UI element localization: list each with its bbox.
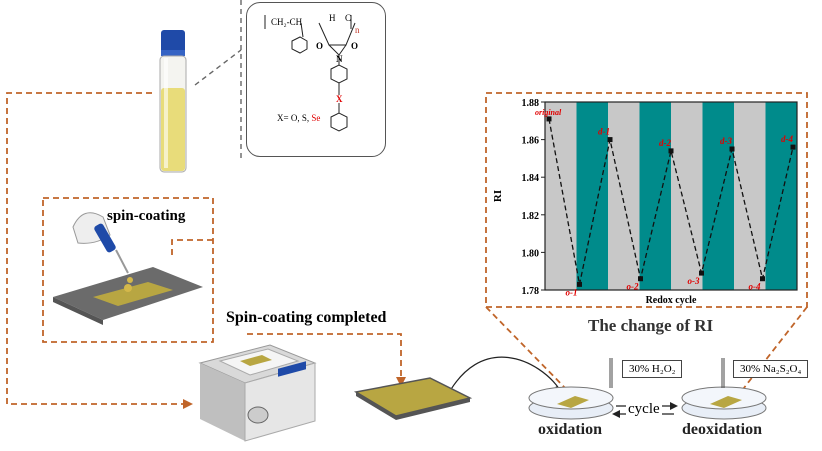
vial-illustration bbox=[159, 30, 187, 173]
y-tick-label: 1.86 bbox=[522, 136, 540, 147]
plot-frame bbox=[544, 101, 798, 291]
point-label: original bbox=[535, 108, 562, 117]
point-label: d-4 bbox=[781, 134, 793, 144]
hotplate-illustration bbox=[198, 344, 317, 442]
y-axis-label: RI bbox=[492, 190, 504, 202]
ri-point bbox=[607, 137, 613, 143]
chart-caption: The change of RI bbox=[588, 316, 714, 335]
spin-coating-completed-label: Spin-coating completed bbox=[226, 309, 387, 326]
oxygen-left: O bbox=[316, 41, 323, 51]
chemical-structure: CH₂-CH H C n O O N X X= O, S, Se bbox=[264, 13, 360, 132]
oxidation-dish bbox=[528, 386, 614, 420]
chart-band bbox=[608, 102, 640, 290]
hotplate-to-film-line bbox=[247, 333, 402, 378]
point-label: o-3 bbox=[688, 276, 700, 286]
curve-arrow bbox=[444, 356, 561, 401]
cycle-label: cycle bbox=[626, 401, 662, 418]
y-tick-label: 1.80 bbox=[522, 248, 540, 259]
chart-band bbox=[734, 102, 766, 290]
polymer-c: C bbox=[345, 13, 351, 23]
chart-band bbox=[671, 102, 703, 290]
point-label: o-4 bbox=[749, 282, 761, 292]
ri-point bbox=[546, 116, 552, 122]
ri-point bbox=[729, 146, 735, 152]
ri-point bbox=[577, 281, 582, 287]
oxygen-right: O bbox=[351, 41, 358, 51]
polymer-h: H bbox=[329, 13, 336, 23]
reagent-deoxidation-label: 30% Na₂S₂O₄ bbox=[733, 360, 809, 378]
ri-point bbox=[638, 276, 643, 282]
chart-band bbox=[545, 102, 577, 290]
deoxidation-label: deoxidation bbox=[682, 421, 763, 438]
vial-to-hotplate-line bbox=[6, 92, 185, 405]
y-tick-label: 1.84 bbox=[522, 173, 540, 184]
x-options: X= O, S, Se bbox=[277, 113, 320, 123]
point-label: d-2 bbox=[659, 138, 671, 148]
ri-series-line bbox=[548, 118, 794, 285]
polymer-n-subscript: n bbox=[355, 25, 360, 35]
deoxidation-dish bbox=[681, 386, 767, 420]
polymer-ch2ch: CH₂-CH bbox=[271, 17, 303, 27]
arrow-to-film bbox=[396, 377, 406, 387]
point-label: o-2 bbox=[627, 282, 639, 292]
chart-band bbox=[765, 102, 797, 290]
chart-frame bbox=[485, 92, 808, 308]
x-axis-label: Redox cycle bbox=[646, 295, 697, 306]
arrow-to-hotplate bbox=[183, 399, 193, 409]
chemical-structure-box: CH₂-CH H C n O O N X X= O, S, Se bbox=[246, 2, 386, 157]
spin-coating-box bbox=[42, 197, 214, 343]
point-label: o-1 bbox=[566, 287, 578, 297]
ri-point bbox=[760, 276, 765, 282]
y-tick-label: 1.88 bbox=[522, 98, 540, 109]
ri-point bbox=[790, 144, 796, 150]
oxidation-label: oxidation bbox=[538, 421, 603, 438]
y-tick-label: 1.78 bbox=[522, 286, 540, 297]
spin-coating-label: spin-coating bbox=[107, 208, 186, 224]
chart-band bbox=[576, 102, 608, 290]
x-atom: X bbox=[336, 94, 343, 104]
coated-film bbox=[353, 377, 473, 420]
point-label: d-1 bbox=[598, 127, 610, 137]
reagent-oxidation-label: 30% H₂O₂ bbox=[622, 360, 683, 378]
ri-point bbox=[699, 270, 704, 276]
chart-band bbox=[639, 102, 671, 290]
nitrogen-atom: N bbox=[336, 54, 343, 64]
spin-coating-illustration bbox=[53, 212, 203, 325]
point-label: d-3 bbox=[720, 136, 732, 146]
y-tick-label: 1.82 bbox=[522, 211, 540, 222]
ri-point bbox=[668, 148, 674, 154]
chart-band bbox=[702, 102, 734, 290]
